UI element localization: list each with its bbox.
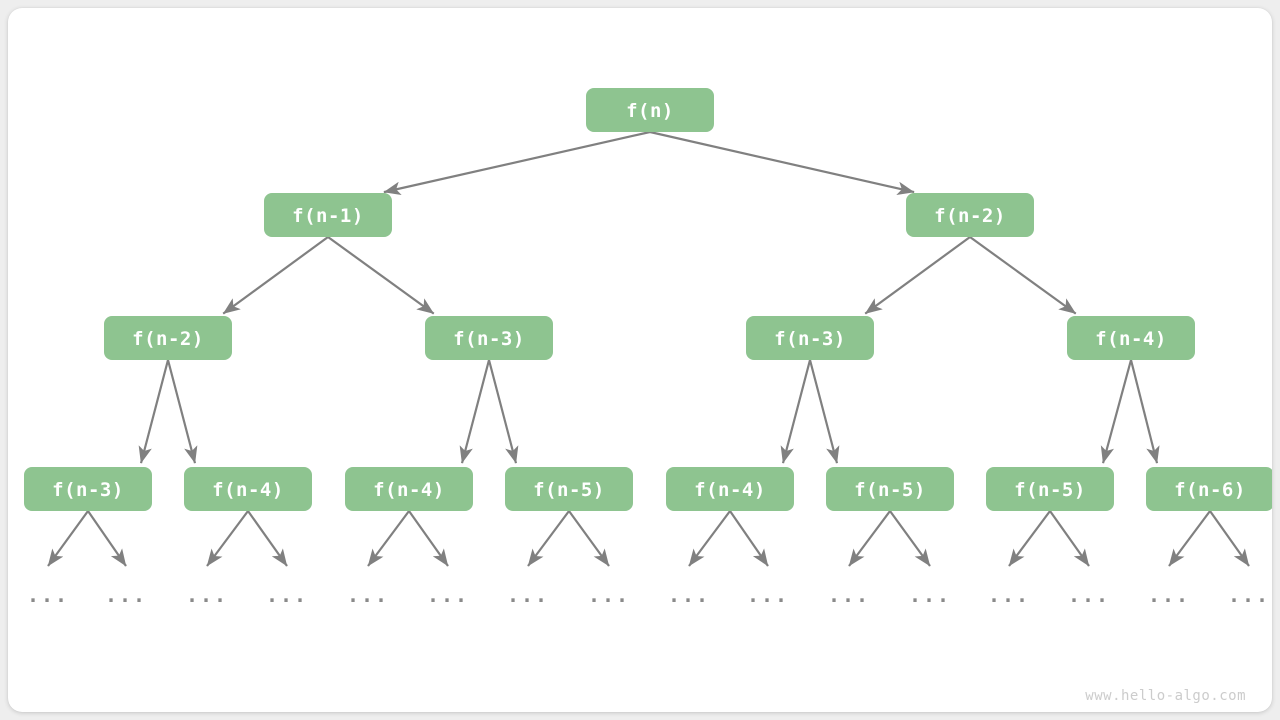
leaf-stub-edge [848, 510, 891, 567]
node-label: f(n-5) [1014, 479, 1086, 501]
tree-node[interactable]: f(n-5) [826, 467, 954, 511]
recursion-tree-diagram: f(n) f(n-1) f(n-2) f(n-2) f(n-3) f(n-3) f(n-4)… [24, 88, 1272, 704]
ellipsis-marker: ... [747, 583, 789, 607]
node-label: f(n-4) [212, 479, 284, 501]
node-label: f(n) [626, 100, 674, 122]
node-label: f(n-2) [132, 328, 204, 350]
node-label: f(n-3) [774, 328, 846, 350]
leaf-stub-edge [568, 510, 610, 567]
tree-edge [649, 130, 915, 196]
node-label: f(n-2) [934, 205, 1006, 227]
node-box [666, 467, 794, 511]
leaf-stub-edge [1049, 510, 1090, 567]
node-label: f(n-4) [1095, 328, 1167, 350]
leaf-stub-edge [729, 510, 769, 567]
tree-node[interactable]: f(n-4) [184, 467, 312, 511]
tree-edge [166, 359, 198, 464]
ellipsis-marker: ... [186, 583, 228, 607]
node-label: f(n-3) [52, 479, 124, 501]
tree-edge [1100, 359, 1133, 464]
leaf-stub-edge [47, 510, 89, 567]
tree-node[interactable]: f(n-2) [906, 193, 1034, 237]
tree-edge [222, 236, 329, 315]
node-box [1146, 467, 1272, 511]
nodes-layer: f(n) f(n-1) f(n-2) f(n-2) f(n-3) f(n-3) f(n-4)… [24, 88, 1272, 511]
tree-node[interactable]: f(n-3) [425, 316, 553, 360]
node-box [184, 467, 312, 511]
watermark: www.hello-algo.com [1085, 688, 1246, 704]
tree-node[interactable]: f(n-6) [1146, 467, 1272, 511]
ellipsis-marker: ... [105, 583, 147, 607]
ellipsis-marker: ... [266, 583, 308, 607]
leaf-stub-edge [367, 510, 410, 567]
leaf-stub-edge [247, 510, 288, 567]
ellipsis-marker: ... [507, 583, 549, 607]
node-box [906, 193, 1034, 237]
ellipsis-marker: ... [909, 583, 951, 607]
tree-node[interactable]: f(n-5) [505, 467, 633, 511]
leaf-stub-edge [408, 510, 449, 567]
node-label: f(n-6) [1174, 479, 1246, 501]
tree-edge [383, 130, 651, 196]
tree-node[interactable]: f(n-3) [24, 467, 152, 511]
node-box [1067, 316, 1195, 360]
tree-edge [459, 359, 491, 464]
leaf-stub-edge [1008, 510, 1051, 567]
leaf-stub-edge [889, 510, 931, 567]
node-label: f(n-5) [854, 479, 926, 501]
ellipsis-row: ........................................… [27, 583, 1270, 607]
tree-edge [969, 236, 1077, 315]
node-box [986, 467, 1114, 511]
diagram-card: f(n) f(n-1) f(n-2) f(n-2) f(n-3) f(n-3) f(n-4)… [8, 8, 1272, 712]
node-label: f(n-1) [292, 205, 364, 227]
leaf-stub-edge [688, 510, 731, 567]
node-box [586, 88, 714, 132]
ellipsis-marker: ... [588, 583, 630, 607]
leaf-stub-edge [87, 510, 127, 567]
tree-edge [138, 359, 170, 464]
ellipsis-marker: ... [668, 583, 710, 607]
tree-node[interactable]: f(n-5) [986, 467, 1114, 511]
tree-node[interactable]: f(n-4) [666, 467, 794, 511]
tree-edge [487, 359, 519, 464]
ellipsis-marker: ... [1148, 583, 1190, 607]
tree-edge [1129, 359, 1160, 464]
tree-node[interactable]: f(n-1) [264, 193, 392, 237]
leaf-stub-edge [206, 510, 249, 567]
edges-layer [138, 130, 1160, 464]
node-box [264, 193, 392, 237]
ellipsis-marker: ... [347, 583, 389, 607]
ellipsis-marker: ... [427, 583, 469, 607]
node-box [425, 316, 553, 360]
node-box [345, 467, 473, 511]
tree-node[interactable]: f(n) [586, 88, 714, 132]
tree-node[interactable]: f(n-4) [1067, 316, 1195, 360]
tree-node[interactable]: f(n-2) [104, 316, 232, 360]
tree-edge [864, 236, 971, 315]
node-box [826, 467, 954, 511]
tree-node[interactable]: f(n-3) [746, 316, 874, 360]
leaf-stub-edge [527, 510, 570, 567]
node-label: f(n-4) [694, 479, 766, 501]
node-box [746, 316, 874, 360]
node-box [24, 467, 152, 511]
tree-edge [808, 359, 840, 464]
ellipsis-marker: ... [828, 583, 870, 607]
ellipsis-marker: ... [1068, 583, 1110, 607]
node-label: f(n-3) [453, 328, 525, 350]
leaf-stub-edge [1209, 510, 1250, 567]
tree-node[interactable]: f(n-4) [345, 467, 473, 511]
leaf-stub-arrows-layer [47, 510, 1250, 567]
node-box [505, 467, 633, 511]
node-label: f(n-5) [533, 479, 605, 501]
leaf-stub-edge [1168, 510, 1211, 567]
ellipsis-marker: ... [988, 583, 1030, 607]
node-box [104, 316, 232, 360]
tree-edge [327, 236, 435, 315]
ellipsis-marker: ... [1228, 583, 1270, 607]
ellipsis-marker: ... [27, 583, 69, 607]
tree-edge [780, 359, 812, 464]
node-label: f(n-4) [373, 479, 445, 501]
